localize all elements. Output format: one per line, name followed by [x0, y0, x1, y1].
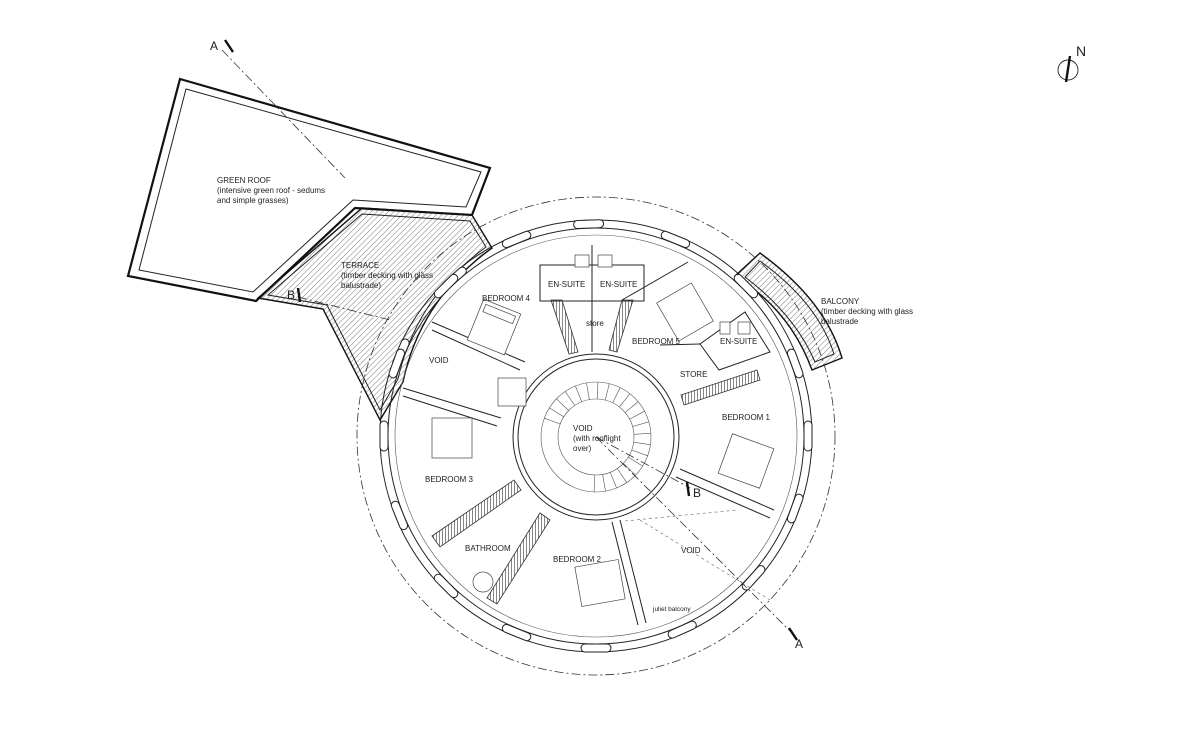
room-label-bedroom-2: BEDROOM 2 [553, 555, 602, 564]
terrace [256, 207, 493, 422]
window-panel [501, 230, 532, 249]
room-label-bedroom-4: BEDROOM 4 [482, 294, 531, 303]
balcony-label: BALCONY (timber decking with glass balus… [821, 297, 913, 326]
bed-bedroom-5 [656, 282, 714, 342]
section-b-left-label: B [287, 288, 295, 302]
balcony-line1: (timber decking with glass [821, 307, 913, 316]
stair-tread [619, 393, 631, 408]
window-panel [741, 565, 766, 591]
stair-tread [623, 463, 636, 476]
interior-walls [402, 245, 775, 626]
room-label-store-small: store [586, 319, 604, 328]
section-a-top-label: A [210, 39, 218, 53]
central-void-line1: VOID [573, 424, 593, 433]
bed-bedroom-3 [431, 417, 473, 459]
window-panel [501, 623, 532, 642]
void-table [497, 377, 527, 407]
toilet-fixture-2 [597, 254, 613, 268]
stair-tread [624, 401, 639, 413]
stair-tread [612, 387, 621, 403]
window-panel [379, 420, 389, 452]
central-void-line3: over) [573, 444, 592, 453]
site-boundary-dashed [356, 196, 836, 676]
window-panel [388, 348, 406, 379]
stair-tread [609, 472, 617, 489]
furniture [431, 254, 775, 607]
room-label-void-west: VOID [429, 356, 449, 365]
bed-bedroom-2 [574, 559, 626, 607]
window-panel [803, 420, 813, 452]
window-panel [573, 219, 605, 230]
green-roof-title: GREEN ROOF [217, 176, 271, 185]
stair-tread [593, 474, 595, 492]
stair-tread [564, 391, 575, 406]
stair-tread [629, 410, 645, 420]
stair-tread [544, 417, 561, 425]
room-label-ensuite-mid: EN-SUITE [600, 280, 637, 289]
central-core [512, 353, 680, 521]
terrace-title: TERRACE [341, 261, 379, 270]
stair-tread [597, 382, 599, 400]
green-roof [126, 77, 492, 303]
window-panel [733, 273, 759, 299]
stair-tread [602, 474, 606, 492]
balcony-line2: balustrade [821, 317, 859, 326]
stair-tread [586, 382, 590, 400]
stair-tread [604, 383, 610, 401]
stair-tread [556, 398, 569, 411]
basin-fixture [737, 321, 751, 335]
balcony-title: BALCONY [821, 297, 860, 306]
central-void-label: VOID (with rooflight over) [573, 424, 621, 453]
room-label-bedroom-3: BEDROOM 3 [425, 475, 474, 484]
perimeter-windows [379, 219, 813, 653]
room-label-void-south: VOID [681, 546, 701, 555]
section-line-b [296, 287, 691, 497]
terrace-line2: balustrade) [341, 281, 381, 290]
window-panel [433, 273, 459, 299]
window-panel [786, 348, 804, 379]
room-label-bedroom-5: BEDROOM 5 [632, 337, 681, 346]
room-label-ensuite-left: EN-SUITE [548, 280, 585, 289]
stair-tread [632, 421, 649, 427]
window-panel [786, 493, 804, 524]
bed-bedroom-1 [717, 433, 775, 489]
room-label-bathroom: BATHROOM [465, 544, 511, 553]
stair-tread [549, 407, 564, 418]
north-label: N [1076, 43, 1086, 59]
balcony [733, 252, 843, 371]
window-panel [580, 643, 612, 653]
stair-tread [633, 432, 651, 435]
stair-tread [617, 468, 628, 483]
bed-bedroom-4 [466, 298, 522, 356]
stair-tread [575, 385, 583, 402]
room-label-ensuite-right: EN-SUITE [720, 337, 757, 346]
room-label-juliet-balcony: juliet balcony [652, 606, 691, 613]
green-roof-line1: (intensive green roof - sedums [217, 186, 325, 195]
central-void-line2: (with rooflight [573, 434, 621, 443]
terrace-label: TERRACE (timber decking with glass balus… [341, 261, 433, 290]
section-a-bottom-label: A [795, 637, 803, 651]
window-panel [390, 500, 409, 531]
section-b-right-label: B [693, 486, 701, 500]
window-panel [433, 573, 459, 599]
void-south-lines [624, 509, 771, 601]
toilet-fixture-1 [574, 254, 590, 268]
green-roof-line2: and simple grasses) [217, 196, 289, 205]
bath-fixture [472, 571, 494, 593]
room-label-bedroom-1: BEDROOM 1 [722, 413, 771, 422]
window-panel [660, 230, 691, 249]
north-arrow: N [1057, 43, 1086, 83]
section-line-a [221, 39, 798, 641]
room-label-store-large: STORE [680, 370, 707, 379]
stair-tread [628, 456, 643, 467]
toilet-fixture-3 [719, 321, 731, 335]
window-panel [667, 620, 697, 639]
stair-tread [631, 449, 648, 457]
stair-tread [633, 441, 651, 445]
green-roof-label: GREEN ROOF (intensive green roof - sedum… [217, 176, 325, 205]
terrace-line1: (timber decking with glass [341, 271, 433, 280]
